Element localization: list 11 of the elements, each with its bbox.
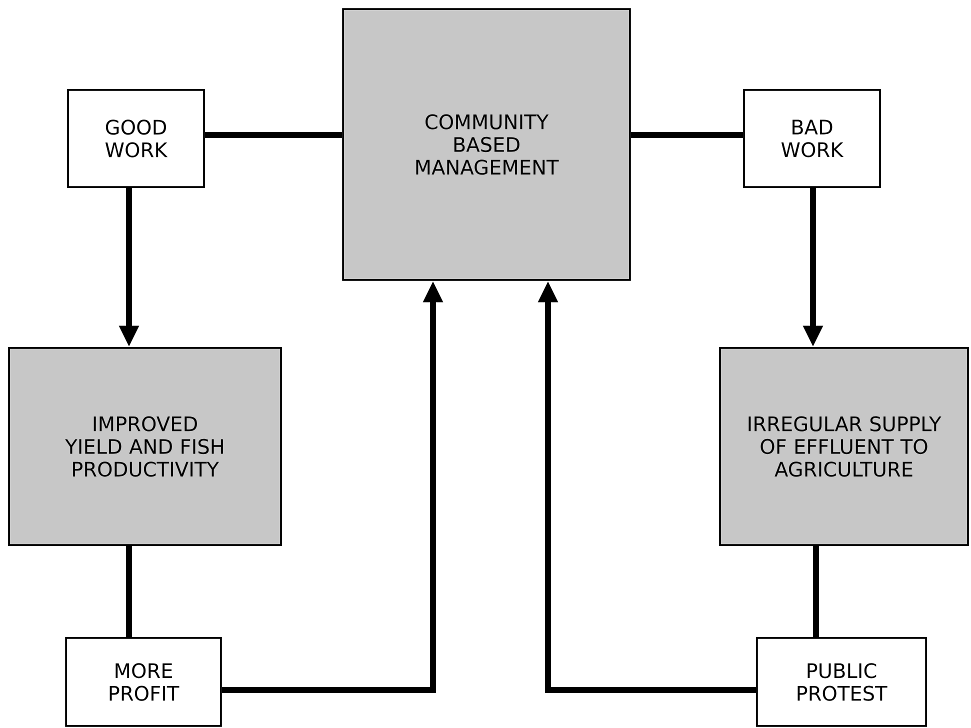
text-box: PUBLIC PROTEST	[756, 637, 927, 727]
text-box: BAD WORK	[743, 89, 881, 188]
shaded-box: IRREGULAR SUPPLY OF EFFLUENT TO AGRICULTURE	[719, 347, 969, 546]
text-box: GOOD WORK	[67, 89, 205, 188]
connector-line	[813, 546, 819, 638]
text-box: MORE PROFIT	[65, 637, 222, 727]
shaded-box: IMPROVED YIELD AND FISH PRODUCTIVITY	[8, 347, 282, 546]
shaded-box: COMMUNITY BASED MANAGEMENT	[342, 8, 631, 281]
connector-line	[630, 132, 744, 138]
connector-line	[204, 132, 342, 138]
connector-line	[126, 546, 132, 638]
